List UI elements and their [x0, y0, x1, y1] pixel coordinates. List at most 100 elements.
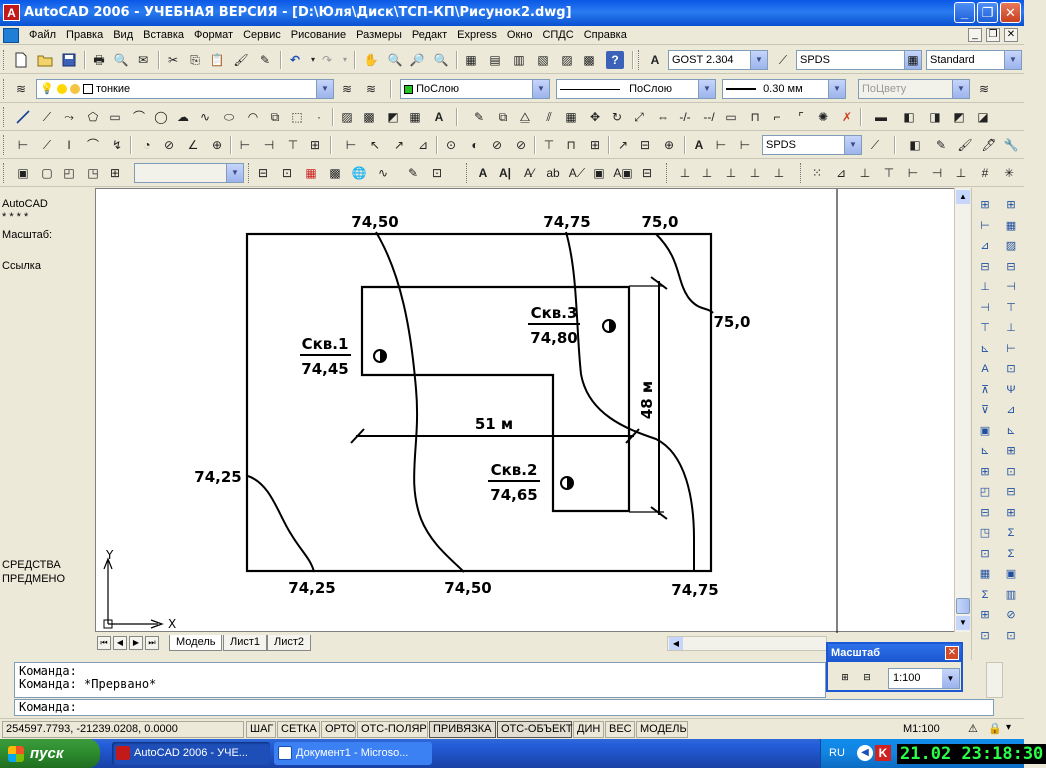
right-tool-icon[interactable]: ⊤	[980, 322, 990, 334]
match-properties-icon[interactable]: 🖌	[233, 53, 249, 67]
status-mode-button[interactable]: ОТС-ПОЛЯР	[357, 721, 428, 738]
spds-angle-icon[interactable]: ⊿	[417, 138, 429, 152]
scroll-left-arrow[interactable]: ◀	[669, 637, 683, 650]
zoom-previous-icon[interactable]: 🔍	[433, 53, 449, 67]
status-mode-button[interactable]: ВЕС	[605, 721, 635, 738]
status-mode-button[interactable]: ШАГ	[246, 721, 276, 738]
status-mode-button[interactable]: ОРТО	[321, 721, 356, 738]
autocad-app-icon[interactable]: A	[3, 4, 20, 21]
wave-icon[interactable]: ∿	[377, 166, 389, 180]
doc-close-button[interactable]: ✕	[1004, 28, 1018, 42]
polyline-icon[interactable]: ⤳	[64, 110, 74, 124]
new-file-icon[interactable]	[12, 51, 30, 69]
section-mark-icon[interactable]: ◐	[471, 138, 479, 152]
make-object-layer-current-icon[interactable]: ≋	[341, 82, 353, 96]
render-icon[interactable]: ✎	[935, 138, 947, 152]
gradient-icon[interactable]: ▩	[363, 110, 375, 124]
elevation-mark-4-icon[interactable]: ⊥	[749, 166, 761, 180]
copy-icon[interactable]: ⎘	[190, 53, 200, 67]
layer-off-icon[interactable]: ◨	[929, 110, 941, 124]
doc-minimize-button[interactable]: _	[968, 28, 982, 42]
status-mode-button[interactable]: ДИН	[573, 721, 604, 738]
print-icon[interactable]: 🖶	[93, 53, 105, 67]
break-icon[interactable]: ▭	[725, 110, 737, 124]
copy-object-icon[interactable]: ⧉	[498, 110, 508, 124]
right-tool-icon[interactable]: ⊞	[980, 609, 990, 621]
color-palette-icon[interactable]: ▩	[329, 166, 341, 180]
undo-dropdown-icon[interactable]: ▾	[310, 55, 315, 64]
right-tool-icon[interactable]: ⊞	[980, 199, 990, 211]
linetype-select[interactable]: ПоСлою▼	[556, 79, 716, 99]
paste-icon[interactable]: 📋	[209, 53, 225, 67]
dim-style-select[interactable]: SPDS▼	[796, 50, 922, 70]
chamfer-icon[interactable]: ⌐	[773, 110, 781, 124]
status-mode-button[interactable]: ПРИВЯЗКА	[429, 721, 496, 738]
menu-item[interactable]: Размеры	[356, 29, 402, 41]
explode-icon[interactable]: ✺	[817, 110, 829, 124]
spline-icon[interactable]: ∿	[199, 110, 211, 124]
design-center-icon[interactable]: ▤	[489, 53, 501, 67]
print-preview-icon[interactable]: 🔍	[113, 53, 129, 67]
layer-select[interactable]: 💡 тонкие▼	[36, 79, 334, 99]
text-scale-icon[interactable]: ▣	[593, 166, 605, 180]
scale-indicator[interactable]: M1:100	[903, 723, 940, 735]
menu-item[interactable]: Express	[457, 29, 497, 41]
tab-sheet1[interactable]: Лист1	[223, 635, 268, 651]
rotate-icon[interactable]: ↻	[611, 110, 623, 124]
taskbar-autocad[interactable]: AutoCAD 2006 - УЧЕ...	[112, 742, 270, 765]
insert-block-icon[interactable]: ⧉	[270, 110, 280, 124]
right-tool-icon[interactable]: ⊡	[1006, 629, 1016, 642]
language-indicator[interactable]: RU	[829, 747, 845, 759]
pointer-icon[interactable]: ↗	[617, 138, 629, 152]
right-tool-icon[interactable]: ⊡	[980, 629, 990, 642]
text-style-select[interactable]: GOST 2.304▼	[668, 50, 768, 70]
diameter-dim-icon[interactable]: ⊘	[163, 138, 175, 152]
undo-icon[interactable]: ↶	[289, 53, 301, 67]
fillet-icon[interactable]: ⌜	[798, 110, 804, 124]
spds-dim-style-select[interactable]: SPDS▼	[762, 135, 862, 155]
scale-floating-window[interactable]: Масштаб ✕ ⊞ ⊟ 1:100▼	[826, 642, 963, 692]
pin-icon[interactable]: ⊥	[955, 166, 967, 180]
spds-dim-icon[interactable]: ⊢	[345, 138, 357, 152]
spellcheck-icon[interactable]: ab	[546, 166, 560, 180]
drawing-vertical-scrollbar[interactable]: ▲ ▼	[954, 188, 970, 632]
region-icon[interactable]: ◩	[387, 110, 399, 124]
right-tool-icon[interactable]: ⊟	[980, 506, 990, 519]
antivirus-icon[interactable]: K	[875, 745, 891, 761]
layer-on-icon[interactable]: ◧	[903, 110, 915, 124]
open-folder-icon[interactable]	[36, 51, 54, 69]
scale-tool-2-icon[interactable]: ⊟	[863, 672, 871, 682]
quick-dim-icon[interactable]: ⊕	[211, 138, 223, 152]
markup-set-icon[interactable]: ▨	[561, 53, 573, 67]
scale-window-close-button[interactable]: ✕	[945, 646, 959, 660]
right-tool-icon[interactable]: ⊣	[1006, 281, 1016, 293]
toolbar-grip[interactable]	[638, 50, 641, 70]
redo-icon[interactable]: ↷	[321, 53, 333, 67]
status-menu-icon[interactable]: ▾	[1006, 722, 1012, 733]
text-edit-icon[interactable]: A|	[498, 166, 512, 180]
hash-icon[interactable]: #	[981, 166, 989, 180]
toolbar-grip[interactable]	[3, 135, 6, 155]
redo-dropdown-icon[interactable]: ▾	[342, 55, 347, 64]
scale-select[interactable]: 1:100▼	[888, 668, 960, 689]
sheet-set-icon[interactable]: ▧	[537, 53, 549, 67]
move-icon[interactable]: ✥	[589, 110, 601, 124]
scale-tool-icon[interactable]: ⊞	[841, 672, 849, 682]
draw-order-icon[interactable]: ▬	[875, 110, 887, 124]
send-back-icon[interactable]: ◪	[977, 110, 989, 124]
toolbar-grip[interactable]	[466, 163, 469, 183]
right-tool-icon[interactable]: ⊘	[1006, 609, 1016, 621]
asterisk-icon[interactable]: ✳	[1003, 166, 1015, 180]
tool-palettes-icon[interactable]: ▥	[513, 53, 525, 67]
right-tool-icon[interactable]: Σ	[1007, 547, 1015, 560]
right-tool-icon[interactable]: ▦	[1005, 219, 1017, 232]
right-tool-icon[interactable]: ⊾	[980, 342, 990, 355]
prev-tab-button[interactable]: ◀	[113, 636, 127, 650]
right-tool-icon[interactable]: ▣	[1005, 568, 1017, 580]
right-tool-icon[interactable]: ⊡	[1006, 363, 1016, 375]
scale-window-title[interactable]: Масштаб	[828, 644, 961, 662]
menu-item[interactable]: Правка	[66, 29, 104, 41]
right-tool-icon[interactable]: ⊽	[980, 404, 990, 416]
title-bar[interactable]: A AutoCAD 2006 - УЧЕБНАЯ ВЕРСИЯ - [D:\Юл…	[0, 0, 1024, 26]
right-tool-icon[interactable]: ⊢	[980, 219, 990, 232]
